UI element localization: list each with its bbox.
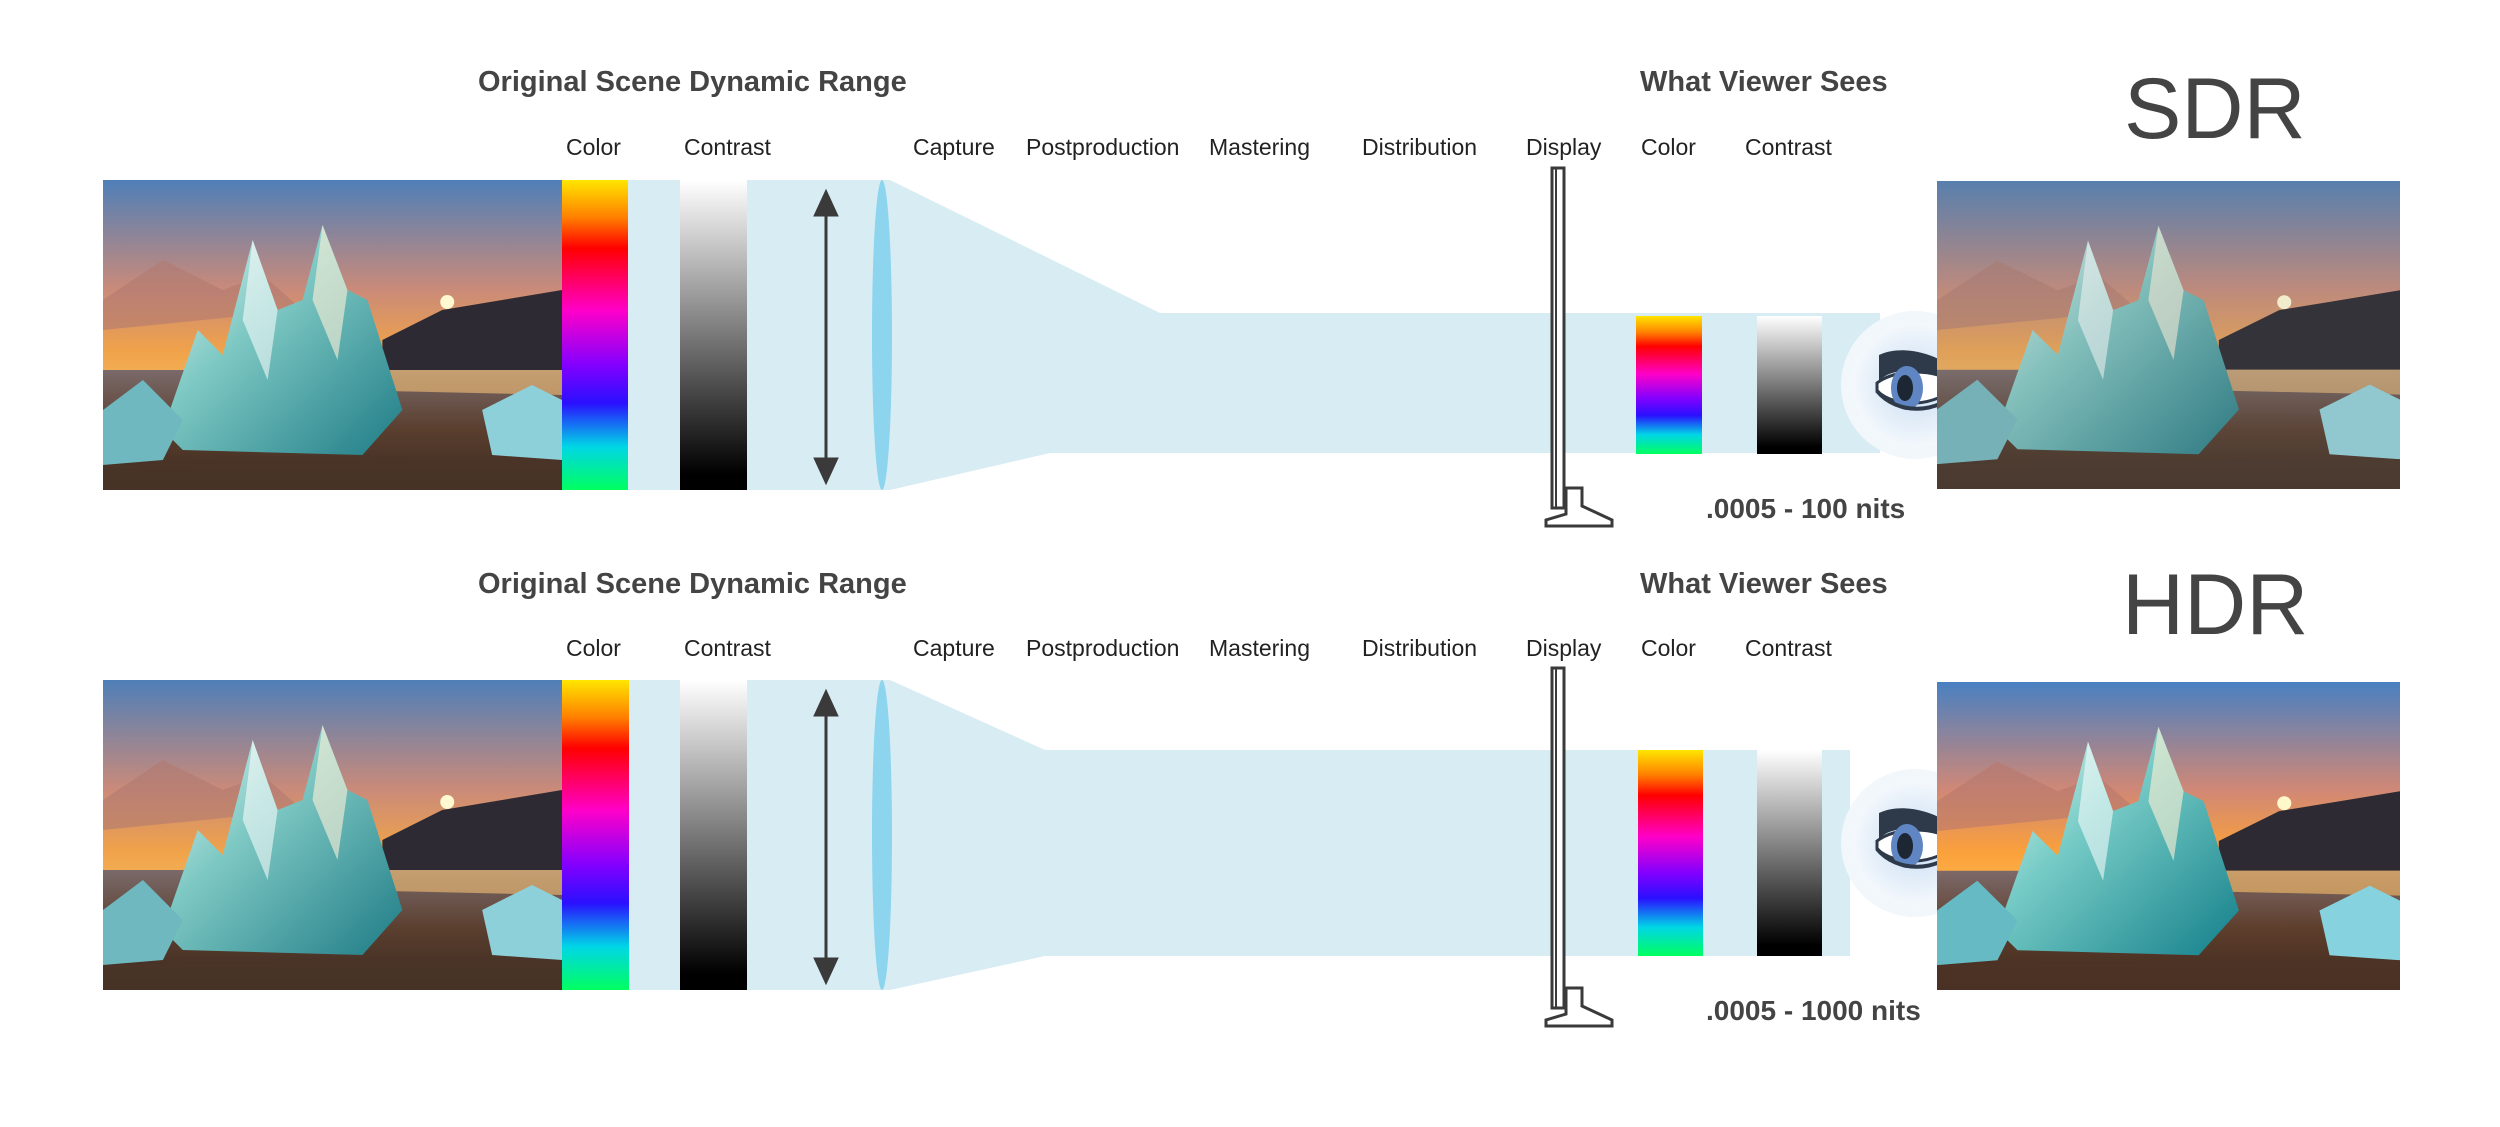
sdr-label-capture: Capture	[913, 134, 995, 160]
hdr-contrast-bar-out	[1757, 750, 1822, 956]
sdr-label-contrast-in: Contrast	[684, 134, 771, 160]
sdr-scene-heading: Original Scene Dynamic Range	[478, 66, 907, 98]
hdr-label-contrast-out: Contrast	[1745, 635, 1832, 661]
sdr-label-contrast-out: Contrast	[1745, 134, 1832, 160]
sdr-pipeline-diagram	[560, 166, 1991, 528]
hdr-scene-heading: Original Scene Dynamic Range	[478, 568, 907, 600]
hdr-pipeline-diagram	[560, 666, 1991, 1028]
hdr-label-display: Display	[1526, 635, 1602, 661]
sdr-color-bar-out	[1636, 316, 1702, 454]
hdr-label-color-out: Color	[1641, 635, 1696, 661]
sdr-section: Original Scene Dynamic Range What Viewer…	[0, 0, 2500, 528]
hdr-color-bar-in	[562, 680, 629, 990]
sdr-nits-range: .0005 - 100 nits	[1706, 493, 1906, 524]
sdr-label-color-in: Color	[566, 134, 621, 160]
double-arrow-icon	[813, 688, 839, 986]
hdr-viewer-image	[1937, 682, 2400, 990]
hdr-label-color-in: Color	[566, 635, 621, 661]
lens-icon	[872, 180, 892, 490]
sdr-contrast-bar-in	[680, 180, 747, 490]
hdr-section: Original Scene Dynamic Range What Viewer…	[0, 500, 2500, 1028]
hdr-color-bar-out	[1638, 750, 1703, 956]
sdr-label-display: Display	[1526, 134, 1602, 160]
hdr-label-capture: Capture	[913, 635, 995, 661]
hdr-label-postproduction: Postproduction	[1026, 635, 1180, 661]
sdr-viewer-image	[1937, 181, 2400, 489]
double-arrow-icon	[813, 188, 839, 486]
sdr-contrast-bar-out	[1757, 316, 1822, 454]
lens-icon	[872, 680, 892, 990]
sdr-label-mastering: Mastering	[1209, 134, 1310, 160]
hdr-nits-range: .0005 - 1000 nits	[1706, 995, 1921, 1026]
hdr-badge: HDR	[2122, 557, 2309, 653]
hdr-original-scene-image	[103, 680, 562, 990]
sdr-viewer-heading: What Viewer Sees	[1640, 66, 1888, 98]
hdr-label-contrast-in: Contrast	[684, 635, 771, 661]
sdr-label-color-out: Color	[1641, 134, 1696, 160]
sdr-original-scene-image	[103, 180, 562, 490]
hdr-viewer-heading: What Viewer Sees	[1640, 568, 1888, 600]
sdr-label-distribution: Distribution	[1362, 134, 1478, 160]
sdr-color-bar-in	[560, 180, 628, 490]
hdr-label-distribution: Distribution	[1362, 635, 1478, 661]
sdr-badge: SDR	[2124, 61, 2306, 157]
sdr-label-postproduction: Postproduction	[1026, 134, 1180, 160]
hdr-label-mastering: Mastering	[1209, 635, 1310, 661]
hdr-contrast-bar-in	[680, 680, 747, 990]
